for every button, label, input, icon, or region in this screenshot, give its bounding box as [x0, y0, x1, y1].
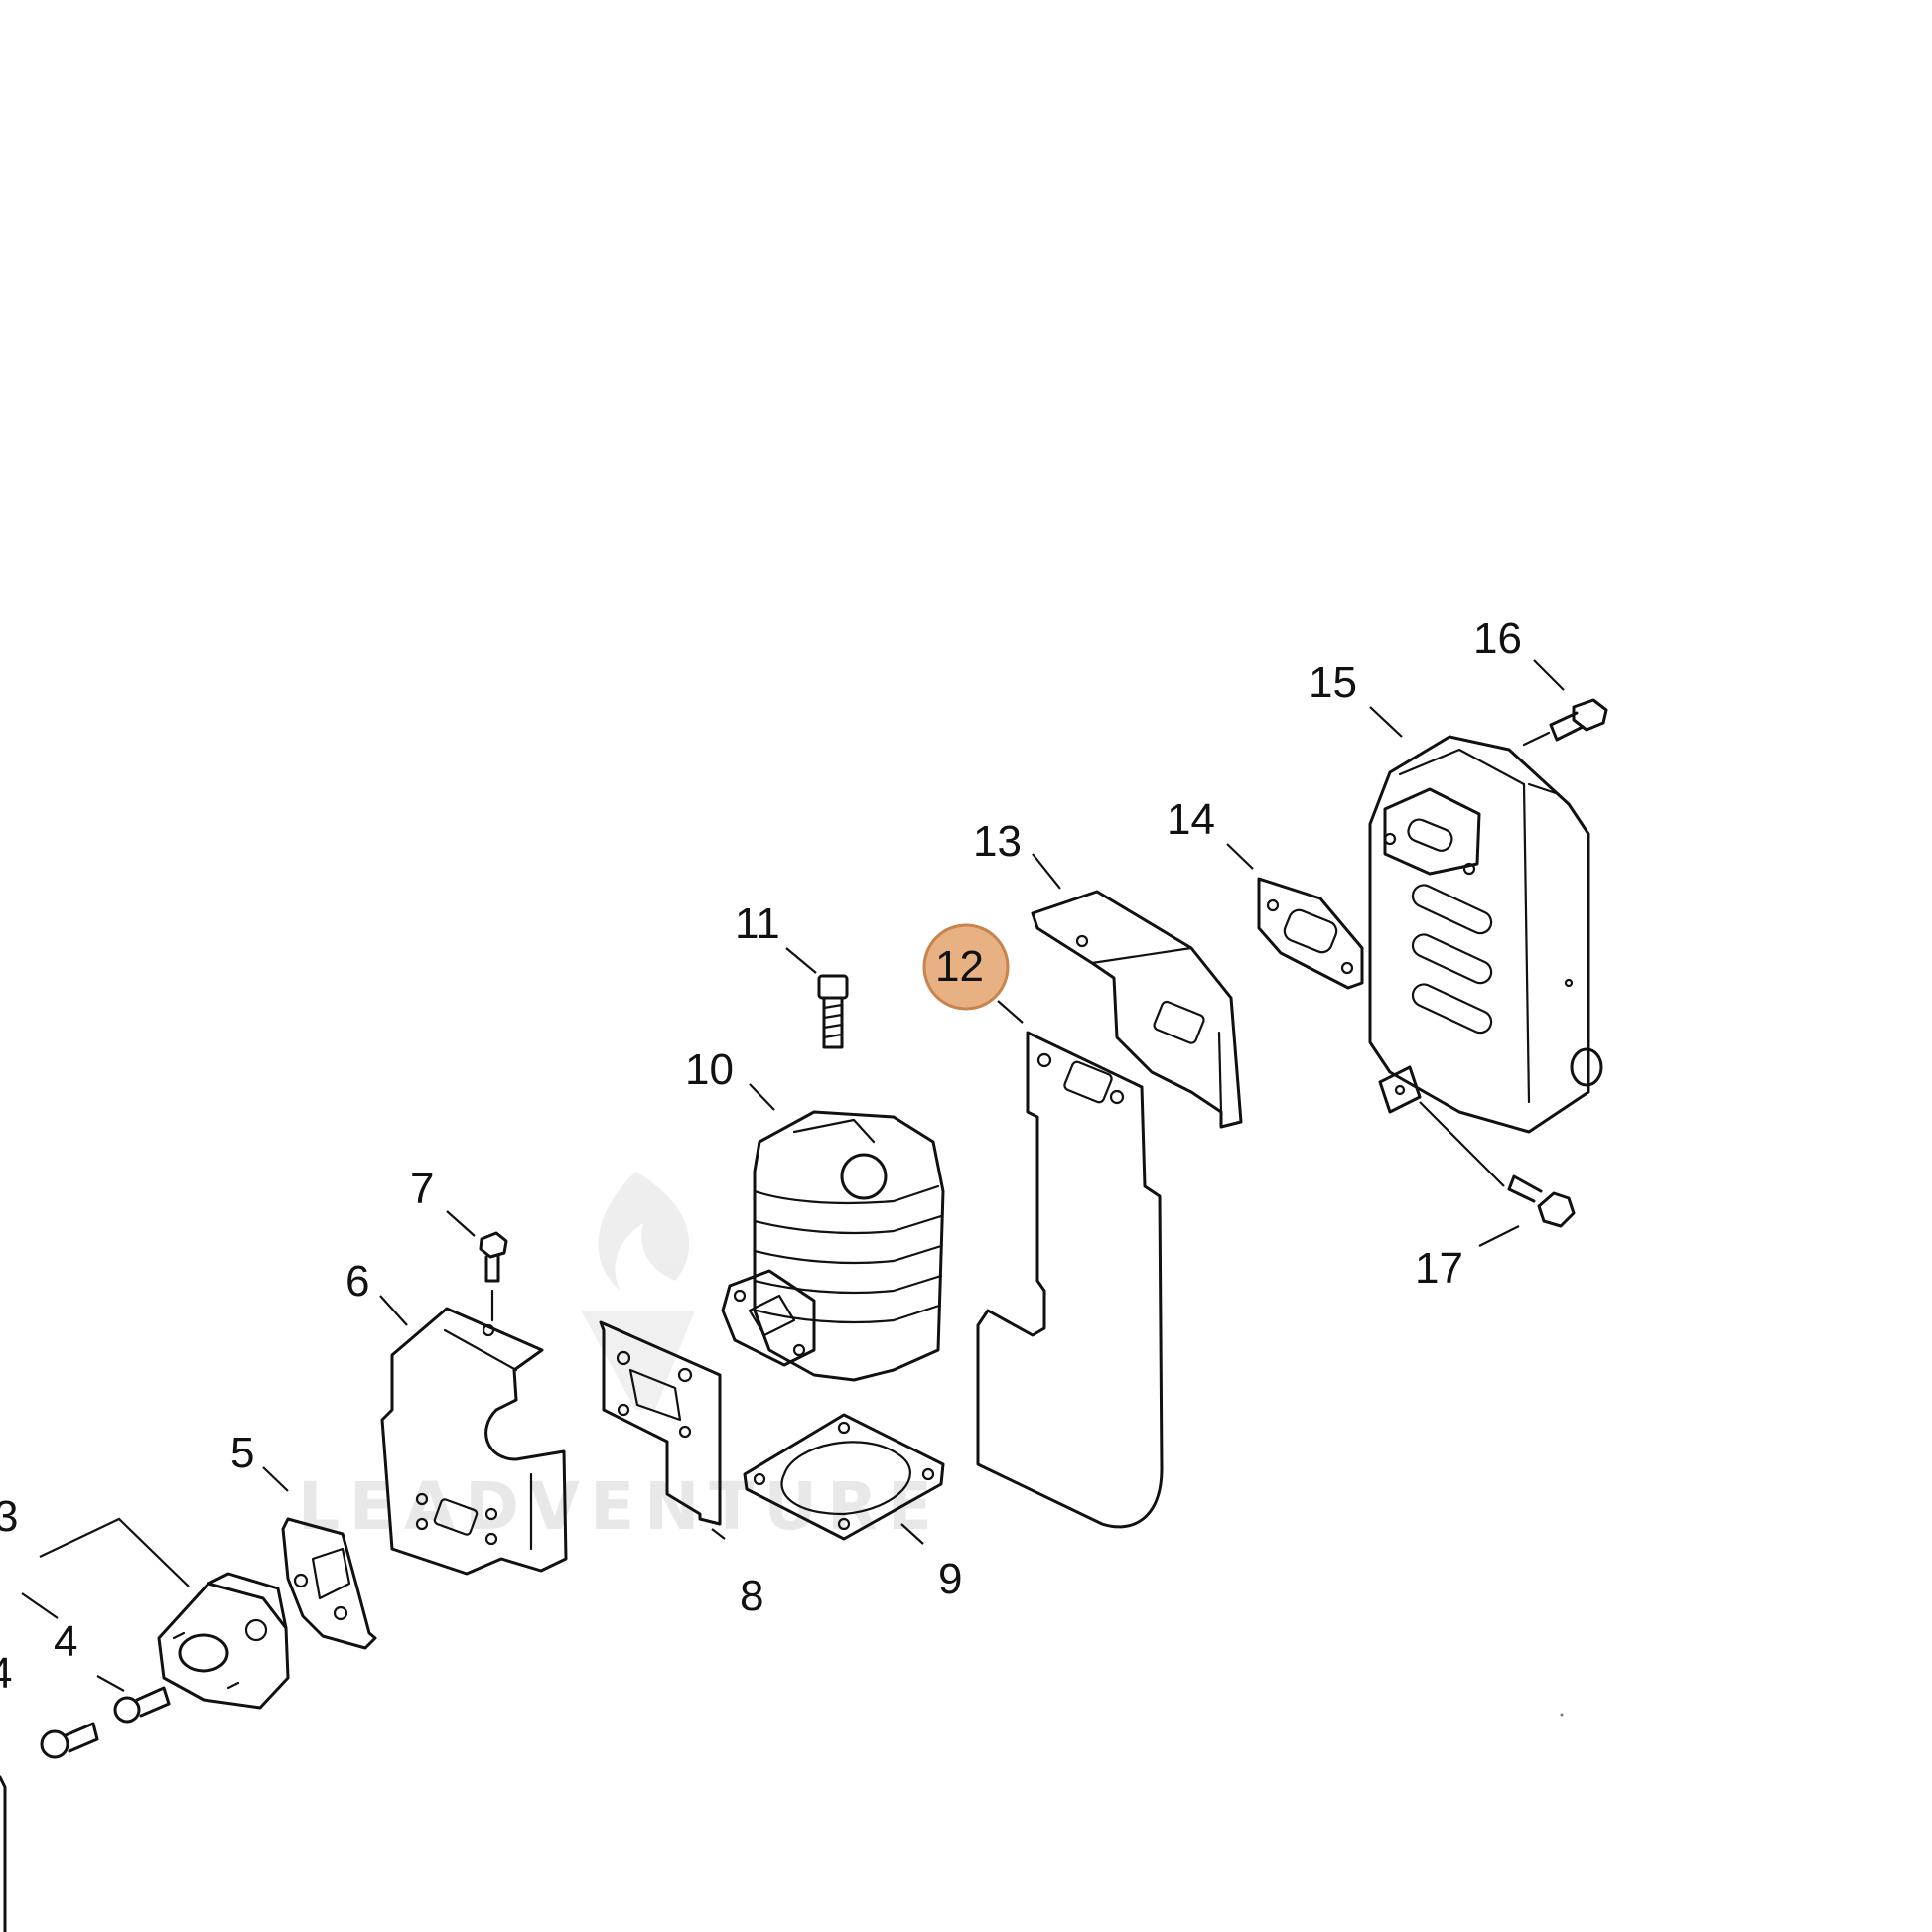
part-bolt-17 [1507, 1174, 1576, 1228]
callout-9[interactable]: 9 [938, 1555, 962, 1603]
callouts: 3 4 4 5 6 7 8 9 10 11 12 13 14 15 16 17 [0, 615, 1522, 1698]
callout-5[interactable]: 5 [230, 1429, 254, 1477]
edge-fragment [0, 1775, 7, 1932]
callout-15[interactable]: 15 [1309, 658, 1357, 707]
leader-lines [21, 659, 1565, 1692]
stray-dot [1560, 1713, 1564, 1717]
callout-16[interactable]: 16 [1473, 615, 1522, 663]
callout-10[interactable]: 10 [685, 1045, 734, 1094]
part-muffler-gasket-14 [1257, 877, 1364, 990]
callout-12[interactable]: 12 [935, 942, 984, 991]
part-bolt-16 [1522, 698, 1608, 747]
callout-4a[interactable]: 4 [54, 1617, 77, 1666]
callout-3[interactable]: 3 [0, 1492, 18, 1541]
part-cylinder-10 [721, 1110, 945, 1382]
part-intake-block [157, 1572, 290, 1710]
part-screw-4b [40, 1722, 99, 1759]
watermark: LEADVENTURE [298, 1172, 942, 1545]
callout-7[interactable]: 7 [410, 1165, 434, 1213]
highlight-circle [922, 923, 1010, 1011]
part-plate-8 [599, 1320, 722, 1526]
part-bolt-11 [817, 974, 849, 1049]
callout-11[interactable]: 11 [735, 899, 780, 948]
part-screw-4a [113, 1686, 171, 1724]
part-gasket-5 [281, 1517, 377, 1650]
callout-8[interactable]: 8 [740, 1572, 763, 1620]
callout-13[interactable]: 13 [973, 817, 1022, 866]
watermark-v-icon [581, 1311, 695, 1410]
part-large-gasket-12 [976, 1031, 1164, 1529]
watermark-flame-icon [598, 1172, 690, 1291]
part-bolt-7 [479, 1231, 508, 1322]
callout-4b[interactable]: 4 [0, 1649, 12, 1698]
watermark-text: LEADVENTURE [298, 1468, 942, 1545]
part-base-gasket-9 [743, 1413, 945, 1541]
callout-14[interactable]: 14 [1167, 795, 1215, 844]
callout-6[interactable]: 6 [345, 1257, 369, 1306]
part-muffler-15 [1368, 735, 1603, 1134]
part-heat-shield-6 [380, 1307, 568, 1576]
part-shield-13 [1031, 890, 1243, 1129]
callout-17[interactable]: 17 [1415, 1244, 1463, 1293]
